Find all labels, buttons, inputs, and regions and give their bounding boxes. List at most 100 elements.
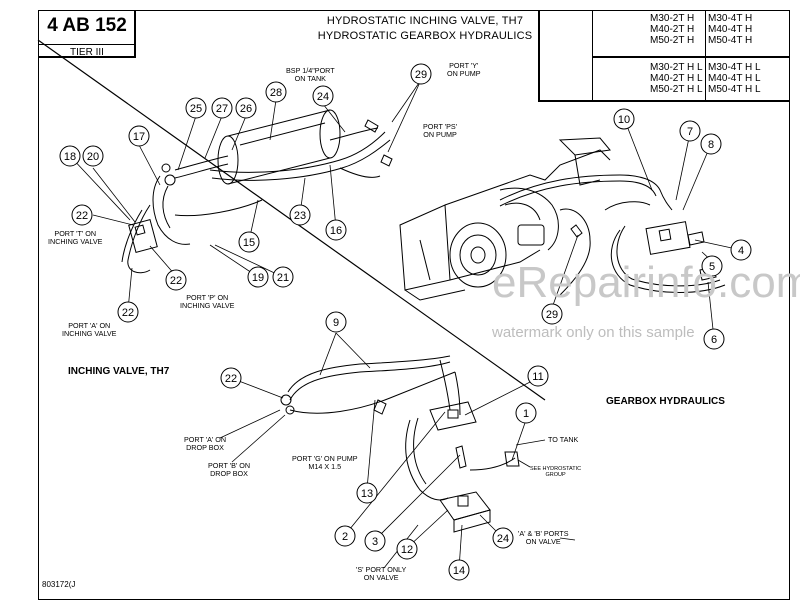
model-entry: M40-4T H L xyxy=(708,73,761,84)
page-code-box: 4 AB 152 TIER III xyxy=(38,10,136,58)
callout-number: 2 xyxy=(342,531,348,543)
callout-number: 22 xyxy=(122,307,134,319)
callout-12: 12 xyxy=(396,538,418,560)
callout-number: 5 xyxy=(709,261,715,273)
tier-label: TIER III xyxy=(70,47,104,58)
label-line: ON VALVE xyxy=(525,537,561,546)
label-port-ps: PORT 'PS' ON PUMP xyxy=(423,123,457,139)
label-line: GROUP xyxy=(545,472,566,478)
callout-number: 20 xyxy=(87,151,99,163)
callout-number: 22 xyxy=(76,210,88,222)
label-port-y: PORT 'Y' ON PUMP xyxy=(447,62,481,78)
callout-11: 11 xyxy=(527,365,549,387)
label-line: PORT 'A' ON xyxy=(184,435,227,444)
callout-number: 10 xyxy=(618,114,630,126)
callout-number: 7 xyxy=(687,126,693,138)
callout-28: 28 xyxy=(265,81,287,103)
title-line-1: HYDROSTATIC INCHING VALVE, TH7 xyxy=(326,15,524,27)
section-gearbox-hydraulics: GEARBOX HYDRAULICS xyxy=(606,396,725,407)
callout-circle xyxy=(613,108,635,130)
callout-1: 1 xyxy=(515,402,537,424)
callout-24: 24 xyxy=(492,527,514,549)
label-line: DROP BOX xyxy=(210,469,248,478)
callout-number: 29 xyxy=(546,309,558,321)
callout-number: 8 xyxy=(708,139,714,151)
callout-14: 14 xyxy=(448,559,470,581)
label-line: ON PUMP xyxy=(423,130,457,139)
callout-24: 24 xyxy=(312,85,334,107)
callout-number: 1 xyxy=(523,408,529,420)
drawing-frame xyxy=(38,10,790,600)
label-line: INCHING VALVE xyxy=(180,301,235,310)
callout-circle xyxy=(325,311,347,333)
model-table-hline xyxy=(592,56,790,58)
label-port-b-drop: PORT 'B' ON DROP BOX xyxy=(208,462,250,478)
callout-circle xyxy=(410,63,432,85)
callout-circle xyxy=(515,402,537,424)
callout-number: 16 xyxy=(330,225,342,237)
lower-hoses xyxy=(287,355,516,501)
callout-circle xyxy=(128,125,150,147)
callout-circle xyxy=(325,219,347,241)
callout-number: 4 xyxy=(738,245,744,257)
callout-circle xyxy=(59,145,81,167)
inching-hoses xyxy=(121,127,391,274)
model-entry: M30-4T H L xyxy=(708,62,761,73)
callout-number: 12 xyxy=(401,544,413,556)
callout-number: 24 xyxy=(497,533,509,545)
model-table xyxy=(538,10,790,102)
callout-circle xyxy=(165,269,187,291)
callout-circle xyxy=(703,328,725,350)
callout-number: 6 xyxy=(711,334,717,346)
callout-circle xyxy=(396,538,418,560)
callout-21: 21 xyxy=(272,266,294,288)
callout-2: 2 xyxy=(334,525,356,547)
label-line: PORT 'A' ON xyxy=(68,321,111,330)
label-line: PORT 'G' ON PUMP xyxy=(292,454,358,463)
callout-22: 22 xyxy=(165,269,187,291)
models-upper-left: M30-2T H M40-2T H M50-2T H xyxy=(650,13,694,46)
callout-number: 28 xyxy=(270,87,282,99)
callout-circle xyxy=(364,530,386,552)
callout-16: 16 xyxy=(325,219,347,241)
callout-circle xyxy=(117,301,139,323)
model-entry: M40-2T H L xyxy=(650,73,703,84)
callout-7: 7 xyxy=(679,120,701,142)
callout-25: 25 xyxy=(185,97,207,119)
models-upper-right: M30-4T H M40-4T H M50-4T H xyxy=(708,13,752,46)
callout-circle xyxy=(235,97,257,119)
callout-circle xyxy=(71,204,93,226)
label-line: ON PUMP xyxy=(447,69,481,78)
label-line: DROP BOX xyxy=(186,443,224,452)
callout-circle xyxy=(492,527,514,549)
label-port-a-inching: PORT 'A' ON INCHING VALVE xyxy=(62,322,116,338)
callout-26: 26 xyxy=(235,97,257,119)
callout-29: 29 xyxy=(541,303,563,325)
figure-id: 803172(J xyxy=(42,580,76,589)
gearbox-body xyxy=(399,137,611,301)
model-entry: M40-2T H xyxy=(650,24,695,35)
label-line: PORT 'B' ON xyxy=(208,461,251,470)
callout-number: 13 xyxy=(361,488,373,500)
callout-number: 9 xyxy=(333,317,339,329)
label-line: SEE HYDROSTATIC xyxy=(530,466,582,472)
callout-number: 17 xyxy=(133,131,145,143)
callout-number: 24 xyxy=(317,91,329,103)
label-line: INCHING VALVE xyxy=(62,329,117,338)
callout-27: 27 xyxy=(211,97,233,119)
callout-9: 9 xyxy=(325,311,347,333)
watermark-brand: eRepairinfo.com xyxy=(492,258,800,307)
callout-circle xyxy=(700,133,722,155)
callout-number: 18 xyxy=(64,151,76,163)
label-line: PORT 'Y' xyxy=(449,61,479,70)
label-port-t: PORT 'T' ON INCHING VALVE xyxy=(48,230,102,246)
callout-number: 19 xyxy=(252,272,264,284)
callout-circle xyxy=(527,365,549,387)
model-entry: M50-4T H xyxy=(708,35,753,46)
callout-23: 23 xyxy=(289,204,311,226)
label-line: PORT 'T' ON xyxy=(54,229,97,238)
callout-number: 21 xyxy=(277,272,289,284)
inching-valve-block xyxy=(128,163,176,253)
model-entry: M30-2T H L xyxy=(650,62,703,73)
